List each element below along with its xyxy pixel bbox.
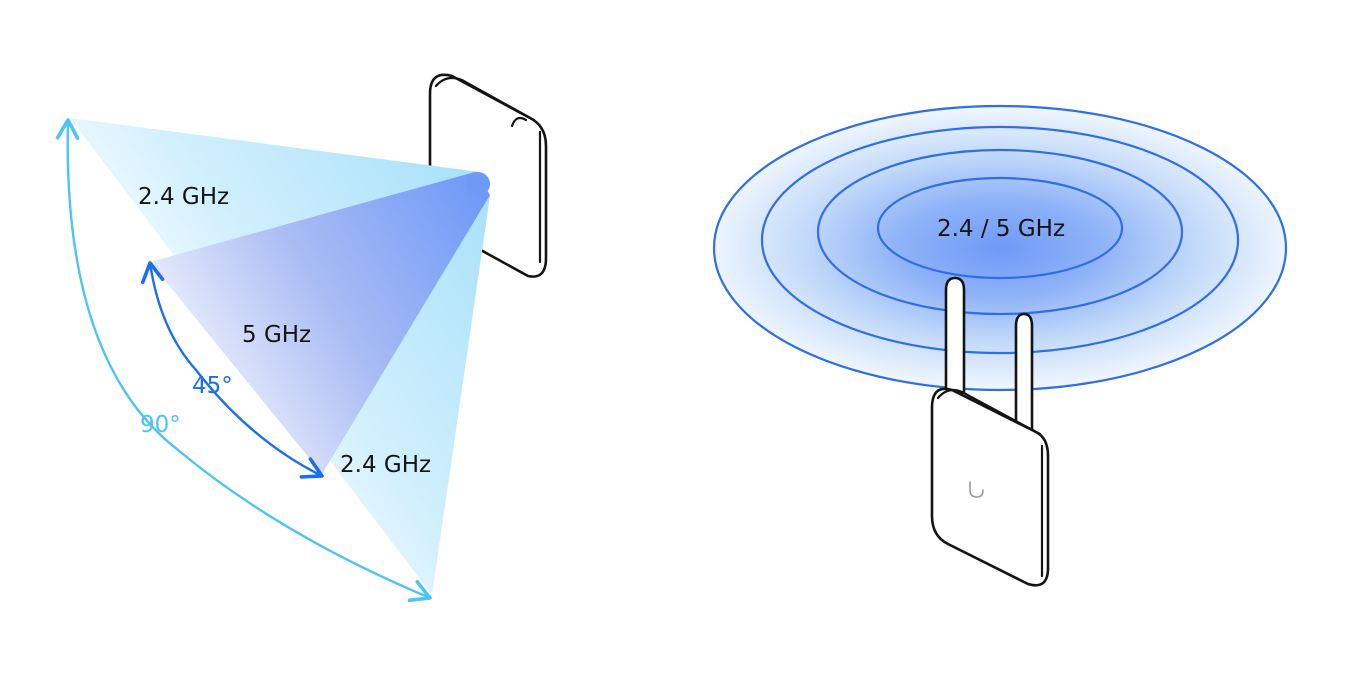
omni-diagram: 2.4 / 5 GHz — [712, 104, 1288, 587]
coverage-glow — [714, 106, 1286, 390]
label-angle-45: 45° — [192, 373, 233, 399]
label-2-4ghz-top: 2.4 GHz — [138, 184, 229, 210]
antenna-left — [944, 276, 966, 397]
angle-arc-45 — [140, 261, 324, 479]
coverage-ring-outer — [712, 104, 1288, 392]
antenna-right — [1014, 312, 1034, 437]
beam-origin — [466, 172, 490, 196]
coverage-ring-mid — [760, 125, 1240, 355]
label-5ghz: 5 GHz — [242, 322, 311, 348]
label-2-4ghz-bottom: 2.4 GHz — [340, 452, 431, 478]
label-angle-90: 90° — [140, 412, 181, 438]
antenna-access-point — [930, 276, 1050, 587]
logo-icon — [969, 481, 984, 498]
coverage-ring-inner — [816, 148, 1184, 316]
label-2-4-5ghz: 2.4 / 5 GHz — [937, 216, 1065, 242]
coverage-ring-core — [876, 176, 1124, 280]
directional-diagram: 2.4 GHz 5 GHz 2.4 GHz 45° 90° — [55, 73, 548, 603]
